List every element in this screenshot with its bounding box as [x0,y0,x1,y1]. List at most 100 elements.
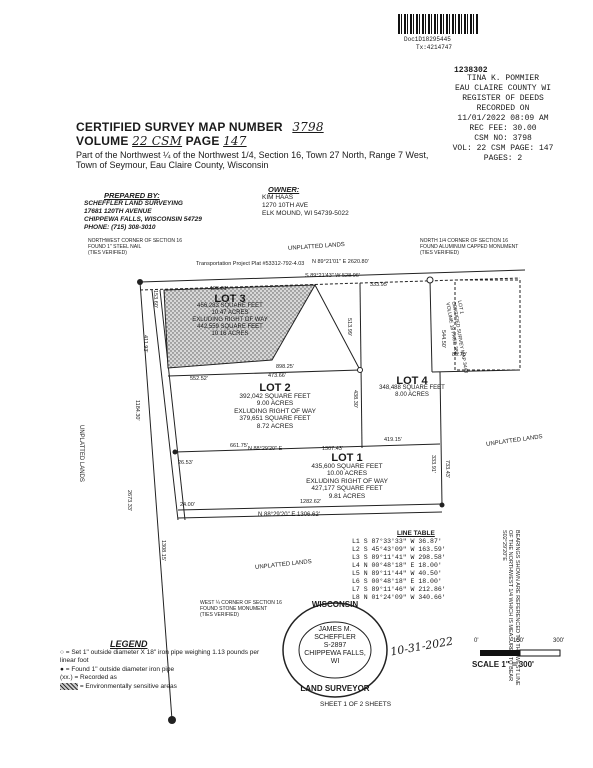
dim-label: 333.91' [430,455,436,473]
prepared-line: SCHEFFLER LAND SURVEYING [84,200,183,207]
scale-tick: 300' [553,638,565,644]
title-volume-label: VOLUME [76,134,129,148]
dim-label: 24.00' [180,502,195,508]
sheet-number: SHEET 1 OF 2 SHEETS [320,701,392,708]
page-title: CERTIFIED SURVEY MAP NUMBER 3798 VOLUME … [76,120,324,148]
csm-3443-box [454,279,521,371]
dim-label: N 88°29'20" E 1306.62' [258,512,320,518]
unplatted-west: UNPLATTED LANDS [78,425,84,482]
filled-circle-icon: ● [60,665,64,673]
seal-city: CHIPPEWA FALLS, WI [304,650,366,665]
csm-number: 3798 [292,120,324,134]
lot4-label: LOT 4 348,488 SQUARE FEET 8.00 ACRES [379,375,445,399]
nw-corner-marker [137,279,143,285]
table-row: L4 N 00°48'18" E 18.00' [352,562,442,569]
lot2-label: LOT 2 392,042 SQUARE FEET 9.00 ACRES EXL… [234,382,316,430]
pipe-marker [439,502,445,508]
legend-heading: LEGEND [110,639,148,649]
south-lot-line [177,503,443,511]
nw-corner-label: NORTHWEST CORNER OF SECTION 16 FOUND 1" … [88,238,182,256]
table-row: L5 N 89°11'44" W 40.50' [352,570,442,577]
lot-line [429,279,433,373]
page-value: 147 [223,134,247,148]
table-row: L8 N 01°24'09" W 340.66' [352,594,446,601]
legal-description: Part of the Northwest ¼ of the Northwest… [76,150,429,170]
recorder-line: VOL: 22 CSM PAGE: 147 [452,144,554,153]
recorder-line: TINA K. POMMIER [466,74,539,83]
recorder-line: RECORDED ON [476,104,530,113]
scale-tick: 150' [513,638,525,644]
lot-line [167,369,361,377]
legend-item: (xx.) = Recorded as [60,674,117,681]
dim-label: 438.30' [352,390,358,408]
recording-number: 1238302 [454,66,488,75]
seal-number: S-2897 [323,642,347,649]
dim-label: 85.70' [452,352,467,358]
west-row-line-2 [159,289,186,521]
seal-center: JAMES M. SCHEFFLER S-2897 CHIPPEWA FALLS… [300,626,370,666]
recorder-line: REGISTER OF DEEDS [462,94,544,103]
recorder-line: 11/01/2022 08:09 AM [457,114,549,123]
lot-line [314,284,361,371]
west-row-line [151,289,179,521]
n-quarter-label: NORTH 1/4 CORNER OF SECTION 16 FOUND ALU… [420,238,519,256]
w-quarter-marker [168,716,176,724]
owner-line: ELK MOUND, WI 54739-5022 [262,210,349,217]
dim-label: 544.50' [440,330,446,348]
recorder-line: CSM NO: 3798 [474,134,532,143]
lot1-label: LOT 1 435,600 SQUARE FEET 10.00 ACRES EX… [306,452,388,500]
pipe-marker [357,367,363,373]
prepared-by: PREPARED BY: SCHEFFLER LAND SURVEYING 17… [84,192,202,232]
owner: OWNER: KIM HAAS 1270 10TH AVE ELK MOUND,… [262,186,349,218]
barcode [398,14,478,34]
recorder-line: EAU CLAIRE COUNTY WI [454,84,551,93]
dim-label: 1308.15' [160,540,166,561]
dim-label: 513.99' [346,318,352,336]
doc-id: Doc1D18295445 [404,36,451,43]
scale-bar [480,649,561,657]
dim-label: N 88°29'20" E [248,446,283,452]
north-line-bearing: N 89°21'01" E 2620.80' [312,259,369,265]
w-quarter-label: WEST ¼ CORNER OF SECTION 16 FOUND STONE … [200,600,282,618]
title-line1: CERTIFIED SURVEY MAP NUMBER [76,120,283,134]
title-page-label: PAGE [185,134,220,148]
tx-id: Tx:4214747 [416,44,453,51]
dim-label: 26.53' [178,460,193,466]
dim-label: 1184.30' [134,400,140,421]
owner-line: KIM HAAS [262,194,294,201]
lot3-label: LOT 3 456,283 SQUARE FEET 10.47 ACRES EX… [192,293,268,338]
table-row: L1 S 87°33'33" W 36.87' [352,538,442,545]
dim-label: 333.95' [370,282,388,288]
dim-label: 2673.33' [126,490,132,511]
legend-item: ○ = Set 1" outside diameter X 18" iron p… [60,648,260,665]
legend-item: = Environmentally sensitive areas [60,682,270,692]
prepared-by-heading: PREPARED BY: [104,191,160,200]
dim-label: 552.52' [190,376,208,382]
lot-line [174,443,441,453]
dim-label: 898.25' [276,364,294,370]
lot-line [359,282,363,449]
pipe-marker [426,276,434,284]
dim-label: 419.15' [384,437,402,443]
volume-value: 22 CSM [132,134,183,148]
line-table: LINE TABLE L1 S 87°33'33" W 36.87' L2 S … [352,530,446,602]
dim-label: 1282.62' [300,499,321,505]
prepared-line: CHIPPEWA FALLS, WISCONSIN 54729 [84,216,202,223]
south-lot-line-2 [177,511,443,519]
prepared-line: 17681 120TH AVENUE [84,208,152,215]
hatch-swatch-icon [60,682,78,690]
scale-tick: 0' [474,638,479,644]
table-row: L6 S 00°48'18" E 18.00' [352,578,442,585]
legend-item: ● = Found 1" outside diameter iron pipe [60,665,175,673]
dim-label: 411.93' [142,335,148,353]
east-lot-line [439,371,443,506]
dim-label: 1307.43' [322,446,343,452]
dim-label: 661.75' [230,443,248,449]
surveyor-seal [282,602,388,698]
line-table-title: LINE TABLE [397,530,435,537]
seal-bottom: LAND SURVEYOR [300,684,370,693]
seal-top: WISCONSIN [311,600,359,609]
table-row: L3 S 89°11'41" W 298.58' [352,554,446,561]
recorder-line: PAGES: 2 [483,154,523,163]
